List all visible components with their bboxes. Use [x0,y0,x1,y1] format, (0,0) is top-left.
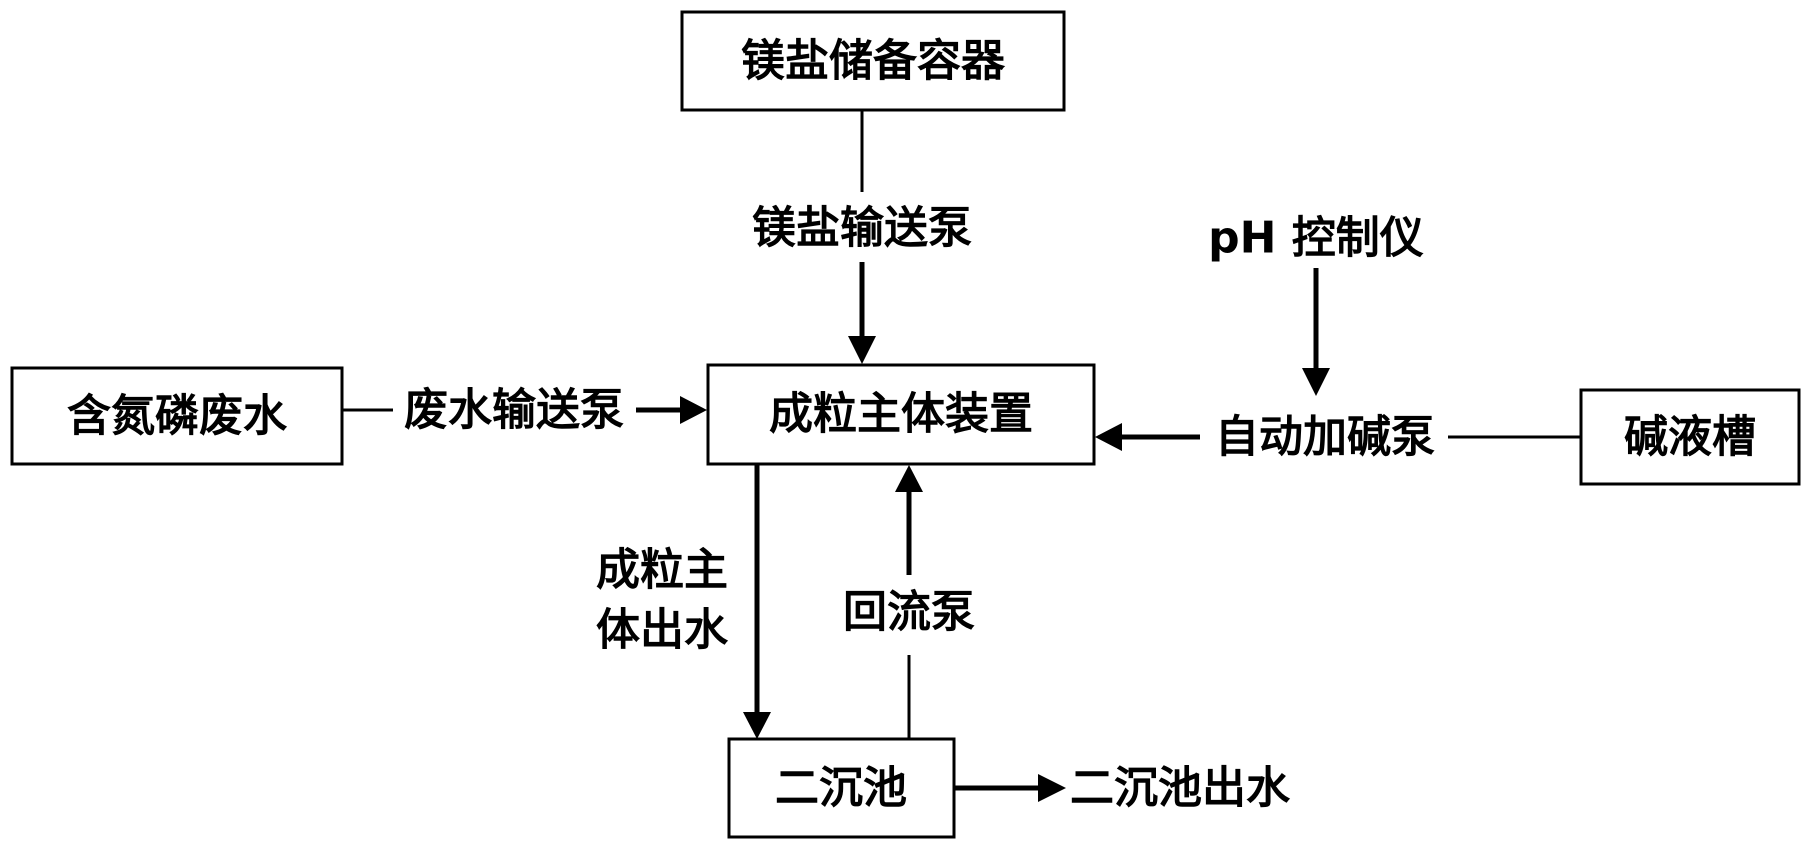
mg-pump-label: 镁盐输送泵 [752,203,972,254]
arrow-clarifier-to-outflow [954,774,1066,802]
arrow-alkali-pump-to-granulation [1095,423,1200,451]
node-granulation-device: 成粒主体装置 [706,363,1096,466]
granulation-outflow-label-line2: 体出水 [596,605,729,656]
granulation-outflow-label-line1: 成粒主 [596,545,728,596]
wastewater-label: 含氮磷废水 [67,391,288,442]
node-wastewater: 含氮磷废水 [10,366,344,466]
arrow-waste-pump-to-granulation [636,396,707,424]
arrow-granulation-to-clarifier [743,464,771,739]
arrow-reflux-clarifier-to-granulation [895,465,923,739]
reflux-pump-label: 回流泵 [843,587,975,638]
magnesium-salt-container-label: 镁盐储备容器 [741,36,1006,87]
node-alkali-tank: 碱液槽 [1579,388,1801,486]
node-secondary-clarifier: 二沉池 [727,737,956,839]
node-magnesium-salt-container: 镁盐储备容器 [680,10,1066,112]
secondary-clarifier-label: 二沉池 [775,763,907,814]
ph-controller-label: pH 控制仪 [1208,213,1424,264]
arrow-ph-controller-to-alkali-pump [1302,268,1330,396]
clarifier-outflow-label: 二沉池出水 [1070,763,1291,814]
arrow-mg-pump-to-granulation [848,262,876,364]
granulation-device-label: 成粒主体装置 [769,389,1033,440]
waste-pump-label: 废水输送泵 [404,385,624,436]
alkali-pump-label: 自动加碱泵 [1215,412,1435,463]
alkali-tank-label: 碱液槽 [1624,412,1756,463]
